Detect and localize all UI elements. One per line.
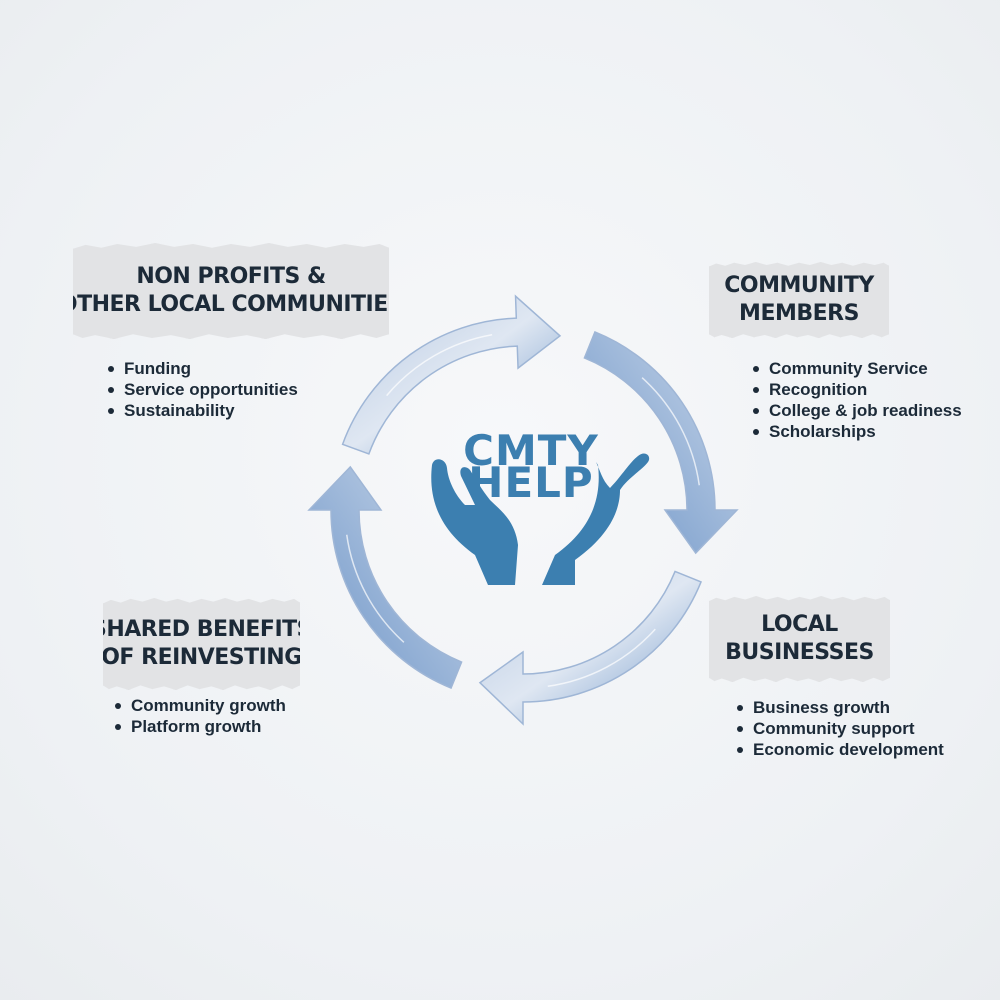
list-item: College & job readiness	[749, 400, 962, 421]
nonprofit-benefits-list: Funding Service opportunities Sustainabi…	[104, 358, 298, 421]
cycle-arrow-top-left	[341, 294, 562, 455]
node-label-nonprofits: NON PROFITS & OTHER LOCAL COMMUNITIES	[73, 243, 389, 339]
cycle-arrow-top-left-highlight	[386, 333, 493, 397]
business-benefits-list: Business growth Community support Econom…	[733, 697, 944, 760]
node-label-community-members: COMMUNITY MEMBERS	[709, 262, 889, 338]
node-title-line: LOCAL	[761, 612, 838, 637]
node-title-line: NON PROFITS &	[136, 264, 326, 289]
cycle-arrow-top-right	[583, 331, 739, 555]
cycle-arrows	[307, 294, 739, 726]
node-title-line: MEMBERS	[739, 301, 859, 326]
cycle-arrow-bottom-right-highlight	[547, 628, 656, 688]
node-title-line: SHARED BENEFITS	[91, 617, 312, 642]
node-label-local-businesses: LOCAL BUSINESSES	[709, 596, 890, 682]
list-item: Platform growth	[111, 716, 286, 737]
list-item: Funding	[104, 358, 298, 379]
node-title-line: BUSINESSES	[725, 640, 874, 665]
cycle-arrow-top-right-highlight	[641, 377, 701, 486]
shared-benefits-list: Community growth Platform growth	[111, 695, 286, 737]
list-item: Recognition	[749, 379, 962, 400]
list-item: Community growth	[111, 695, 286, 716]
list-item: Service opportunities	[104, 379, 298, 400]
list-item: Community Service	[749, 358, 962, 379]
cycle-arrow-bottom-left-highlight	[345, 534, 405, 643]
node-title-line: OTHER LOCAL COMMUNITIES	[58, 292, 404, 317]
list-item: Community support	[733, 718, 944, 739]
community-benefits-list: Community Service Recognition College & …	[749, 358, 962, 442]
logo-line2: HELP	[468, 458, 593, 507]
node-title-line: OF REINVESTING	[101, 645, 302, 670]
cycle-arrow-bottom-left	[307, 465, 463, 689]
node-title-line: COMMUNITY	[724, 273, 874, 298]
helping-hands-icon	[431, 453, 650, 585]
list-item: Economic development	[733, 739, 944, 760]
list-item: Business growth	[733, 697, 944, 718]
list-item: Scholarships	[749, 421, 962, 442]
cycle-arrow-bottom-right	[478, 570, 702, 726]
logo-line1: CMTY	[463, 426, 599, 475]
node-label-shared-benefits: SHARED BENEFITS OF REINVESTING	[103, 598, 300, 690]
list-item: Sustainability	[104, 400, 298, 421]
